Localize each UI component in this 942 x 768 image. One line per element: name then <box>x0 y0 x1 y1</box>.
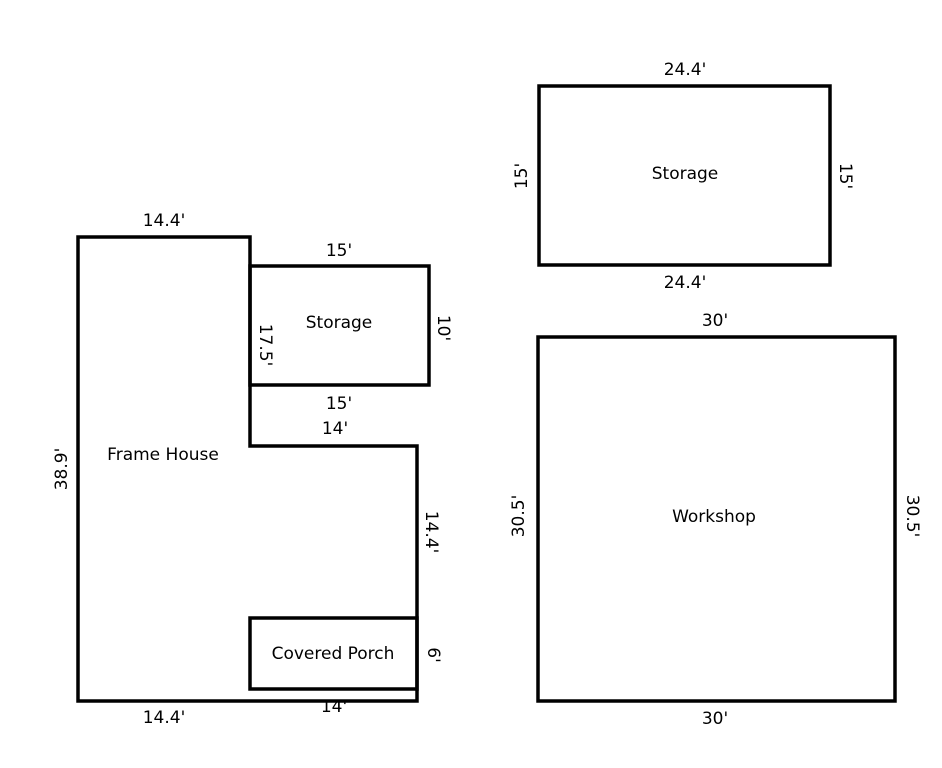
detached-storage: Storage 24.4' 24.4' 15' 15' <box>512 60 855 293</box>
workshop-dim-top: 30' <box>702 311 728 331</box>
attached-storage-dim-left: 17.5' <box>255 324 275 367</box>
detached-storage-dim-bottom: 24.4' <box>664 273 707 293</box>
frame-house-outline <box>76 235 419 703</box>
frame-house-dim-top: 14.4' <box>143 211 186 231</box>
frame-house-dim-notch-right: 14.4' <box>421 511 441 554</box>
covered-porch-outline <box>248 616 419 691</box>
covered-porch-dim-bottom: 14' <box>321 697 347 717</box>
frame-house-dim-left: 38.9' <box>52 448 72 491</box>
covered-porch-label: Covered Porch <box>272 644 395 664</box>
workshop: Workshop 30' 30' 30.5' 30.5' <box>509 311 922 729</box>
workshop-dim-left: 30.5' <box>509 495 529 538</box>
covered-porch-dim-right: 6' <box>423 647 443 663</box>
covered-porch: Covered Porch 6' 14' <box>248 616 443 717</box>
workshop-dim-bottom: 30' <box>702 709 728 729</box>
detached-storage-label: Storage <box>652 164 719 184</box>
attached-storage-label: Storage <box>306 313 373 333</box>
workshop-dim-right: 30.5' <box>902 495 922 538</box>
frame-house-dim-notch-top: 14' <box>322 419 348 439</box>
attached-storage-dim-top: 15' <box>326 241 352 261</box>
frame-house: Frame House 14.4' 38.9' 14.4' 14' 14.4' <box>52 211 441 728</box>
detached-storage-dim-right: 15' <box>835 163 855 189</box>
frame-house-label: Frame House <box>107 445 219 465</box>
workshop-outline <box>536 335 897 703</box>
attached-storage-outline <box>248 264 431 387</box>
detached-storage-outline <box>537 84 832 267</box>
workshop-label: Workshop <box>672 507 756 527</box>
frame-house-dim-bottom: 14.4' <box>143 708 186 728</box>
attached-storage: Storage 15' 15' 17.5' 10' <box>248 241 453 414</box>
detached-storage-dim-top: 24.4' <box>664 60 707 80</box>
attached-storage-dim-bottom: 15' <box>326 394 352 414</box>
detached-storage-dim-left: 15' <box>512 163 532 189</box>
attached-storage-dim-right: 10' <box>433 315 453 341</box>
